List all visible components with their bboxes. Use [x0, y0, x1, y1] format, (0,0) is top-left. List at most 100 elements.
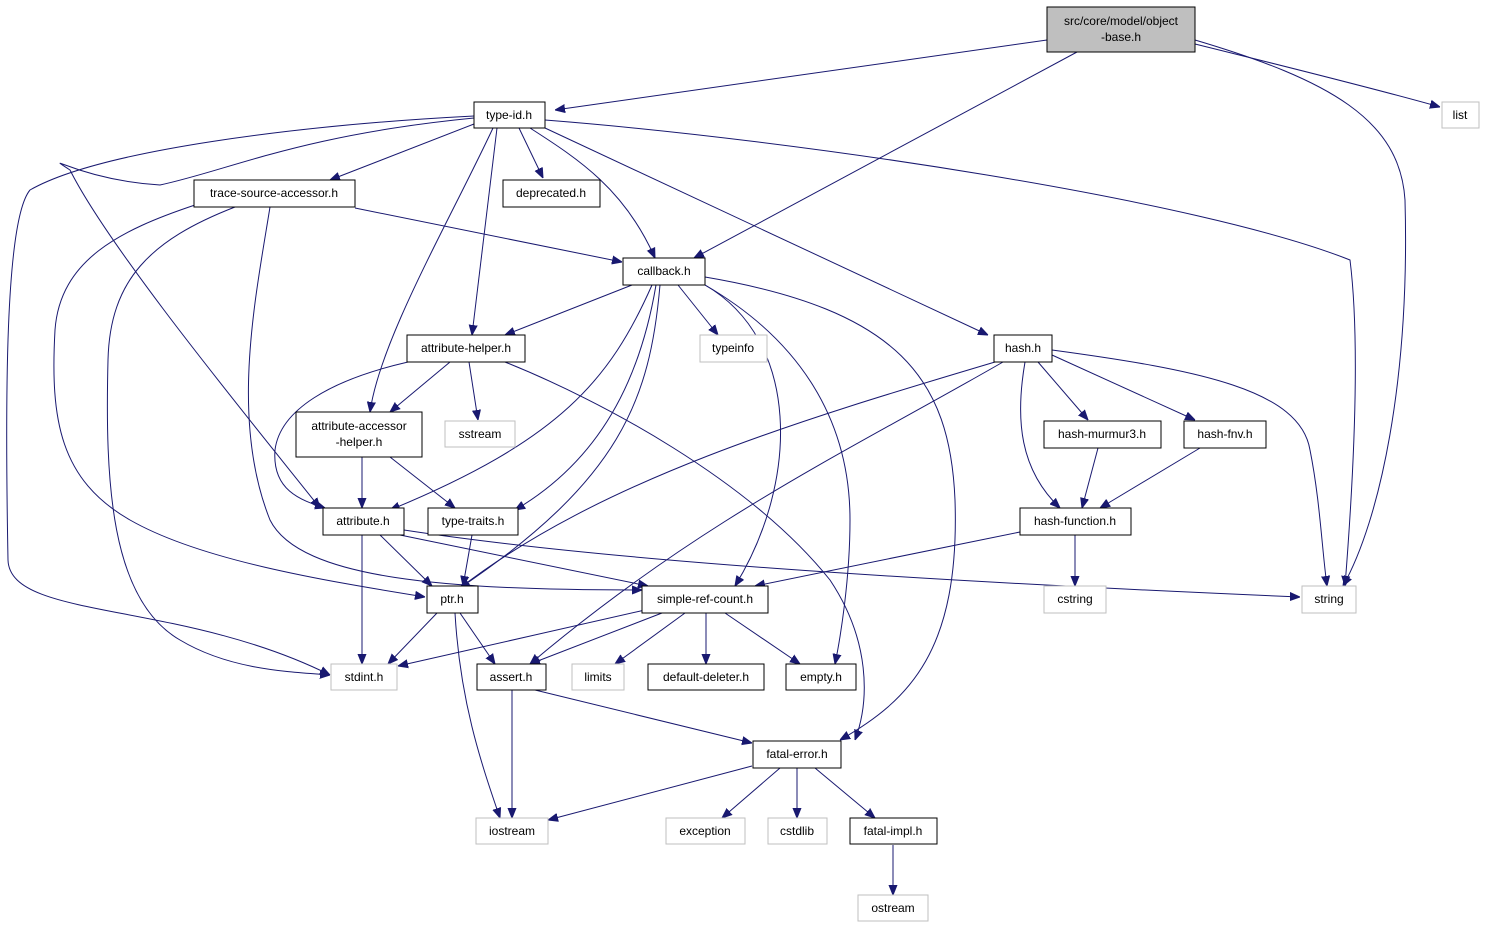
edge-hash-to-hash-murmur3 [1037, 361, 1088, 420]
node-label: type-id.h [486, 108, 532, 122]
node-hash-fnv-h[interactable]: hash-fnv.h [1183, 420, 1267, 449]
node-label: deprecated.h [516, 186, 586, 200]
node-assert-h[interactable]: assert.h [476, 663, 547, 691]
node-deprecated-h[interactable]: deprecated.h [502, 179, 601, 208]
edge-hash-murmur3-to-hash-function [1082, 447, 1099, 508]
node-attribute-h[interactable]: attribute.h [322, 507, 405, 536]
node-label: cstdlib [780, 824, 814, 838]
node-fatal-impl-h[interactable]: fatal-impl.h [849, 817, 938, 845]
edge-callback-to-fatal-error [704, 276, 956, 740]
edge-simple-ref-count-to-assert [530, 612, 663, 664]
node-typeinfo[interactable]: typeinfo [699, 334, 768, 363]
node-label: exception [679, 824, 730, 838]
node-label: type-traits.h [442, 514, 505, 528]
edge-callback-to-ptr [460, 284, 661, 588]
edge-ptr-to-iostream [454, 612, 500, 818]
node-cstring[interactable]: cstring [1043, 585, 1107, 614]
node-hash-murmur3-h[interactable]: hash-murmur3.h [1043, 420, 1162, 449]
node-label: sstream [459, 427, 502, 441]
edge-attribute-to-string [403, 529, 1300, 597]
node-label: simple-ref-count.h [657, 592, 753, 606]
node-label: hash-function.h [1034, 514, 1116, 528]
node-label: callback.h [637, 264, 690, 278]
node-object-base-h[interactable]: src/core/model/object -base.h [1046, 6, 1196, 53]
edge-hash-to-hash-fnv [1051, 354, 1195, 420]
node-hash-function-h[interactable]: hash-function.h [1019, 507, 1132, 536]
edge-hash-to-ptr [460, 361, 996, 588]
node-empty-h[interactable]: empty.h [785, 663, 857, 691]
node-trace-source-accessor-h[interactable]: trace-source-accessor.h [193, 179, 356, 208]
node-label: fatal-impl.h [864, 824, 923, 838]
node-label: attribute-helper.h [421, 341, 511, 355]
node-attribute-helper-h[interactable]: attribute-helper.h [406, 334, 526, 363]
node-string[interactable]: string [1301, 585, 1357, 614]
edge-root-to-string [1194, 39, 1406, 586]
edge-attribute-helper-to-attribute [274, 361, 409, 508]
edge-trace-source-accessor-to-stdint [106, 206, 330, 675]
edge-attribute-helper-to-fatal-error [504, 361, 865, 740]
node-simple-ref-count-h[interactable]: simple-ref-count.h [641, 585, 769, 614]
node-hash-h[interactable]: hash.h [993, 334, 1053, 363]
edge-type-id-to-deprecated [518, 127, 543, 178]
node-label: limits [584, 670, 611, 684]
edge-type-traits-to-ptr [463, 534, 473, 586]
node-label: empty.h [800, 670, 842, 684]
node-limits[interactable]: limits [571, 663, 625, 691]
node-exception[interactable]: exception [665, 817, 746, 845]
node-attribute-accessor-helper-h[interactable]: attribute-accessor -helper.h [295, 411, 423, 458]
edge-callback-to-attribute [390, 284, 653, 510]
edge-fatal-error-to-exception [722, 767, 781, 818]
edge-attribute-to-ptr [379, 534, 432, 586]
edge-type-id-to-attribute-accessor-helper [370, 127, 494, 412]
node-type-traits-h[interactable]: type-traits.h [427, 507, 519, 536]
nodes: src/core/model/object -base.h type-id.h … [193, 6, 1480, 922]
node-type-id-h[interactable]: type-id.h [473, 101, 546, 129]
edge-attribute-to-simple-ref-count [399, 534, 648, 586]
edge-callback-to-empty [704, 284, 851, 664]
edge-attribute-helper-to-attribute-accessor-helper [390, 361, 451, 412]
edge-type-id-to-attribute-helper [472, 127, 498, 335]
edge-attribute-accessor-helper-to-type-traits [389, 456, 455, 508]
edge-fatal-error-to-iostream [548, 765, 753, 820]
edge-root-to-type-id [555, 39, 1048, 110]
edge-simple-ref-count-to-stdint [398, 609, 646, 666]
edge-simple-ref-count-to-empty [724, 612, 800, 664]
edge-assert-to-fatal-error [534, 689, 752, 743]
node-fatal-error-h[interactable]: fatal-error.h [752, 740, 842, 769]
edge-trace-source-accessor-to-callback [354, 207, 622, 262]
edge-hash-to-assert [530, 361, 1004, 664]
node-iostream[interactable]: iostream [475, 817, 549, 845]
node-ptr-h[interactable]: ptr.h [426, 585, 479, 614]
node-label: ostream [871, 901, 914, 915]
edge-trace-source-accessor-to-simple-ref-count [247, 206, 642, 590]
node-cstdlib[interactable]: cstdlib [767, 817, 828, 845]
edge-callback-to-type-traits [515, 284, 657, 510]
node-label: hash.h [1005, 341, 1041, 355]
node-label: fatal-error.h [766, 747, 827, 761]
node-stdint-h[interactable]: stdint.h [330, 663, 398, 691]
node-sstream[interactable]: sstream [444, 420, 516, 448]
edge-trace-source-accessor-to-ptr [53, 204, 425, 597]
node-label: typeinfo [712, 341, 754, 355]
edges [6, 39, 1440, 895]
edge-type-id-to-hash [544, 127, 988, 335]
edge-hash-function-to-simple-ref-count [755, 531, 1021, 586]
node-ostream[interactable]: ostream [857, 894, 929, 922]
node-label: default-deleter.h [663, 670, 749, 684]
edge-fatal-error-to-fatal-impl [814, 767, 875, 818]
node-label: iostream [489, 824, 535, 838]
node-label: -helper.h [336, 435, 383, 449]
edge-type-id-to-trace-source-accessor [330, 123, 475, 180]
node-label: trace-source-accessor.h [210, 186, 338, 200]
edge-ptr-to-assert [459, 612, 495, 664]
node-default-deleter-h[interactable]: default-deleter.h [647, 663, 765, 691]
edge-type-id-to-string [544, 119, 1356, 586]
node-list[interactable]: list [1441, 101, 1480, 129]
edge-type-id-to-attribute [59, 117, 475, 508]
edge-callback-to-attribute-helper [505, 284, 633, 335]
node-label: ptr.h [440, 592, 463, 606]
node-label: assert.h [490, 670, 533, 684]
node-callback-h[interactable]: callback.h [622, 257, 706, 286]
edge-type-id-to-stdint [6, 115, 475, 675]
